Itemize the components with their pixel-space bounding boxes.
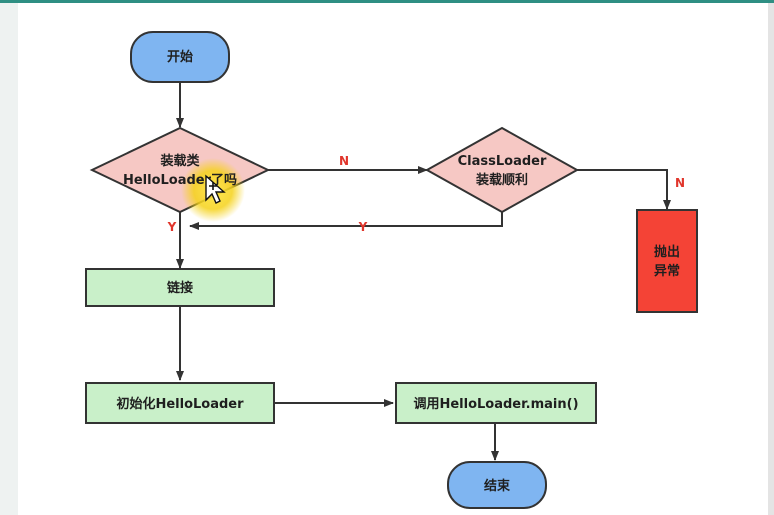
classloader-label-line2: 装载顺利 [475, 172, 528, 188]
classloader-label-line1: ClassLoader [458, 154, 547, 169]
right-scroll-strip [768, 3, 774, 515]
start-label: 开始 [167, 49, 193, 65]
classloader-decision [424, 126, 580, 214]
throw-label-line2: 异常 [654, 263, 680, 279]
edge-label-yes-1: Y [167, 220, 177, 234]
left-panel-strip [0, 3, 18, 515]
check-label-line1: 装载类 [159, 153, 200, 169]
init-node [85, 382, 275, 424]
throw-label-line1: 抛出 [654, 244, 680, 260]
invoke-label: 调用HelloLoader.main() [413, 397, 578, 412]
edge-label-yes-2: Y [358, 220, 368, 234]
end-label: 结束 [484, 478, 511, 494]
edge-classloader-yes-back [189, 212, 503, 230]
throw-exception-node [636, 209, 698, 313]
start-node [130, 31, 230, 83]
window-top-bar [0, 0, 774, 3]
link-node [85, 268, 275, 307]
check-label-line2: HelloLoader了吗 [123, 173, 237, 188]
mouse-cursor-icon [205, 174, 226, 204]
end-node [447, 461, 547, 509]
edge-label-no-1: N [339, 154, 349, 168]
invoke-main-node [395, 382, 597, 424]
link-label: 链接 [166, 280, 193, 296]
init-label: 初始化HelloLoader [116, 396, 244, 412]
edge-label-no-2: N [675, 176, 685, 190]
edge-classloader-to-throw [577, 169, 671, 210]
